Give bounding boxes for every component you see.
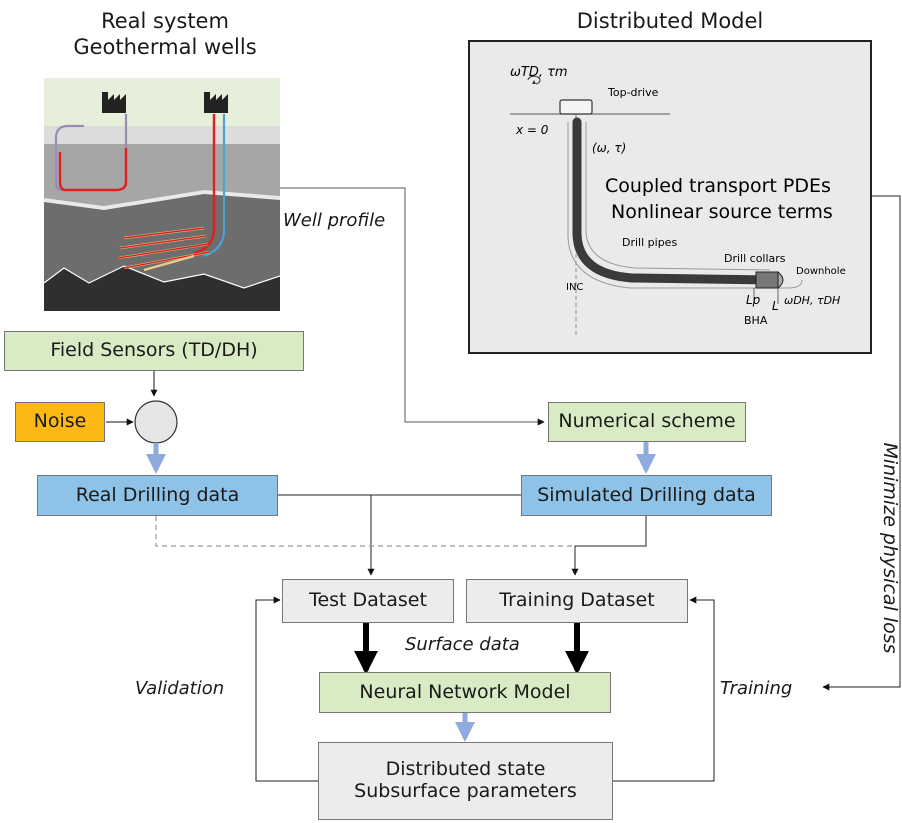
distributed-model-panel: [468, 40, 872, 354]
neural-network-model-box: Neural Network Model: [319, 672, 611, 713]
surface-data-label: Surface data: [405, 634, 520, 655]
noise-box: Noise: [15, 402, 105, 442]
omega-tau-label: (ω, τ): [592, 141, 626, 155]
distributed-state-line2: Subsurface parameters: [354, 780, 577, 802]
minimize-loss-label: Minimize physical loss: [879, 442, 901, 654]
geothermal-wells-illustration: [44, 78, 280, 311]
validation-label: Validation: [135, 678, 225, 699]
x0-label: x = 0: [515, 123, 549, 137]
training-dataset-box: Training Dataset: [466, 579, 688, 623]
inc-label: INC: [566, 282, 583, 293]
distributed-state-box: Distributed state Subsurface parameters: [318, 742, 613, 820]
sum-node: [134, 400, 178, 444]
drill-pipes-label: Drill pipes: [622, 236, 677, 249]
omega-td-label: ωTD, τm: [510, 65, 568, 80]
well-profile-label: Well profile: [283, 210, 386, 231]
downhole-label: Downhole: [796, 266, 846, 277]
training-label: Training: [720, 678, 793, 699]
distributed-state-line1: Distributed state: [385, 758, 546, 781]
distributed-model-title: Distributed Model: [576, 9, 764, 33]
simulated-drilling-data-box: Simulated Drilling data: [521, 475, 772, 516]
real-system-title-line1: Real system: [101, 9, 229, 33]
real-system-title-line2: Geothermal wells: [73, 35, 257, 60]
well-profile-connector: [280, 187, 545, 426]
factory-icon-right: [204, 92, 228, 113]
real-system-title: Real system Geothermal wells: [40, 8, 290, 61]
bha-label: BHA: [744, 314, 768, 327]
real-drilling-data-box: Real Drilling data: [37, 475, 278, 516]
factory-icon-left: [102, 92, 126, 113]
top-drive-label: Top-drive: [607, 86, 659, 99]
drill-collars-label: Drill collars: [724, 252, 786, 265]
drillstring-diagram: ωTD, τm Top-drive x = 0 (ω, τ) Coupled t…: [510, 65, 846, 337]
test-dataset-box: Test Dataset: [282, 579, 454, 623]
field-sensors-box: Field Sensors (TD/DH): [4, 331, 304, 371]
model-eq-line1: Coupled transport PDEs: [605, 175, 831, 197]
lp-label: Lp: [746, 293, 761, 307]
l-label: L: [772, 299, 779, 313]
omega-dh-label: ωDH, τDH: [784, 294, 840, 307]
model-eq-line2: Nonlinear source terms: [611, 201, 833, 223]
numerical-scheme-box: Numerical scheme: [548, 402, 746, 442]
